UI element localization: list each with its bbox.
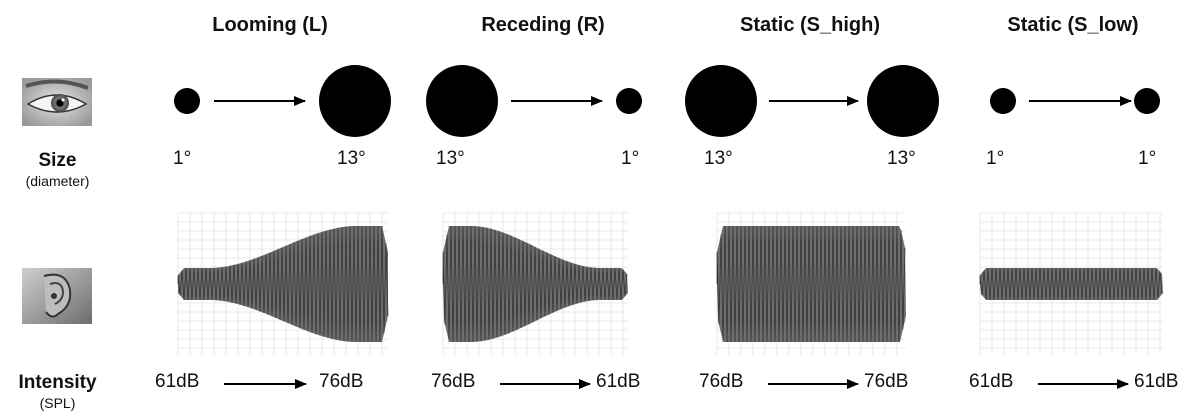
title-looming: Looming (L) bbox=[212, 14, 328, 36]
disc-receding-end bbox=[616, 88, 642, 114]
ear-icon bbox=[22, 268, 92, 324]
waveform-looming bbox=[177, 212, 389, 355]
db-start-static-low: 61dB bbox=[969, 371, 1014, 392]
size-start-looming: 1° bbox=[173, 148, 192, 169]
db-end-static-low: 61dB bbox=[1134, 371, 1179, 392]
size-start-receding: 13° bbox=[436, 148, 465, 169]
size-end-receding: 1° bbox=[621, 148, 640, 169]
title-static-high: Static (S_high) bbox=[739, 14, 880, 36]
waveform-static-high bbox=[716, 212, 906, 355]
db-end-receding: 61dB bbox=[596, 371, 641, 392]
size-start-static-low: 1° bbox=[986, 148, 1005, 169]
size-label: Size bbox=[38, 150, 77, 171]
size-end-looming: 13° bbox=[337, 148, 366, 169]
disc-receding-start bbox=[426, 65, 498, 137]
disc-static-low-start bbox=[990, 88, 1016, 114]
disc-static-high-end bbox=[867, 65, 939, 137]
disc-looming-start bbox=[174, 88, 200, 114]
intensity-label: Intensity bbox=[18, 372, 97, 393]
waveform-static-low bbox=[979, 212, 1163, 355]
title-static-low: Static (S_low) bbox=[1007, 14, 1139, 36]
waveform-receding bbox=[442, 212, 628, 355]
db-start-receding: 76dB bbox=[431, 371, 476, 392]
size-end-static-low: 1° bbox=[1138, 148, 1157, 169]
db-end-looming: 76dB bbox=[319, 371, 364, 392]
disc-static-high-start bbox=[685, 65, 757, 137]
size-end-static-high: 13° bbox=[887, 148, 916, 169]
eye-icon bbox=[22, 78, 92, 126]
intensity-row-label: Intensity (SPL) bbox=[0, 372, 115, 412]
disc-static-low-end bbox=[1134, 88, 1160, 114]
db-end-static-high: 76dB bbox=[864, 371, 909, 392]
db-start-static-high: 76dB bbox=[699, 371, 744, 392]
size-sublabel: (diameter) bbox=[25, 173, 90, 189]
title-receding: Receding (R) bbox=[481, 14, 605, 36]
intensity-sublabel: (SPL) bbox=[39, 395, 76, 411]
size-row-label: Size (diameter) bbox=[0, 150, 115, 190]
db-start-looming: 61dB bbox=[155, 371, 200, 392]
disc-looming-end bbox=[319, 65, 391, 137]
size-start-static-high: 13° bbox=[704, 148, 733, 169]
